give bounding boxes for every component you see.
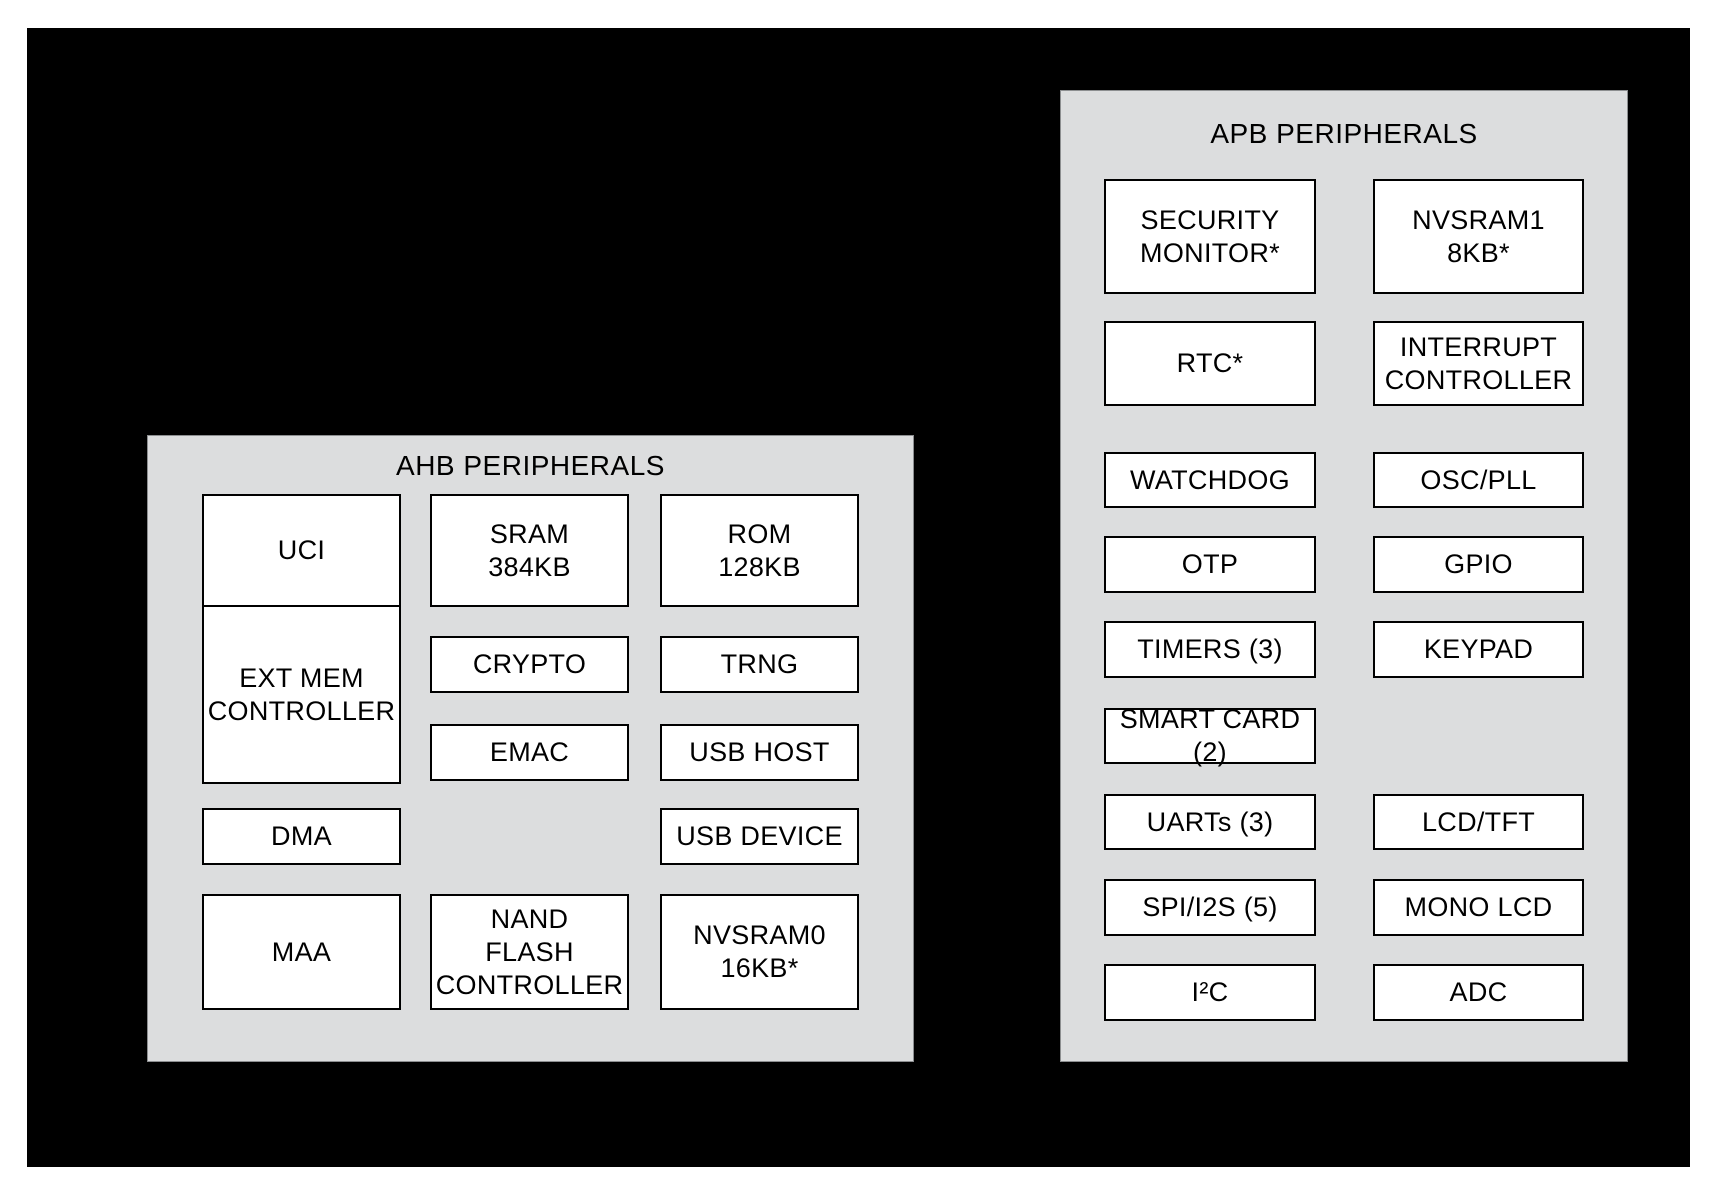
block-spi-i2s: SPI/I2S (5) — [1104, 879, 1316, 936]
block-mono-lcd: MONO LCD — [1373, 879, 1584, 936]
block-ext-mem-controller: EXT MEM CONTROLLER — [202, 605, 401, 784]
block-nvsram1: NVSRAM1 8KB* — [1373, 179, 1584, 294]
block-interrupt-controller: INTERRUPT CONTROLLER — [1373, 321, 1584, 406]
block-usb-host: USB HOST — [660, 724, 859, 781]
block-smart-card: SMART CARD (2) — [1104, 704, 1316, 767]
block-otp: OTP — [1104, 536, 1316, 593]
block-rtc: RTC* — [1104, 321, 1316, 406]
block-lcd-tft: LCD/TFT — [1373, 794, 1584, 850]
block-crypto: CRYPTO — [430, 636, 629, 693]
block-nand-flash-controller: NAND FLASH CONTROLLER — [430, 894, 629, 1010]
ahb-peripherals-panel: AHB PERIPHERALS UCI EXT MEM CONTROLLER S… — [147, 435, 914, 1062]
block-uarts: UARTs (3) — [1104, 794, 1316, 850]
block-nvsram0: NVSRAM0 16KB* — [660, 894, 859, 1010]
block-uci: UCI — [202, 494, 401, 607]
block-keypad: KEYPAD — [1373, 621, 1584, 678]
block-security-monitor: SECURITY MONITOR* — [1104, 179, 1316, 294]
ahb-panel-title: AHB PERIPHERALS — [396, 450, 665, 481]
diagram-background: AHB PERIPHERALS UCI EXT MEM CONTROLLER S… — [27, 28, 1690, 1167]
block-watchdog: WATCHDOG — [1104, 452, 1316, 508]
block-adc: ADC — [1373, 964, 1584, 1021]
block-sram: SRAM 384KB — [430, 494, 629, 607]
block-dma: DMA — [202, 808, 401, 865]
block-rom: ROM 128KB — [660, 494, 859, 607]
block-maa: MAA — [202, 894, 401, 1010]
apb-peripherals-panel: APB PERIPHERALS SECURITY MONITOR* NVSRAM… — [1060, 90, 1628, 1062]
apb-panel-title: APB PERIPHERALS — [1210, 118, 1478, 149]
block-usb-device: USB DEVICE — [660, 808, 859, 865]
block-gpio: GPIO — [1373, 536, 1584, 593]
block-emac: EMAC — [430, 724, 629, 781]
block-i2c: I²C — [1104, 964, 1316, 1021]
block-trng: TRNG — [660, 636, 859, 693]
block-timers: TIMERS (3) — [1104, 621, 1316, 678]
block-osc-pll: OSC/PLL — [1373, 452, 1584, 508]
